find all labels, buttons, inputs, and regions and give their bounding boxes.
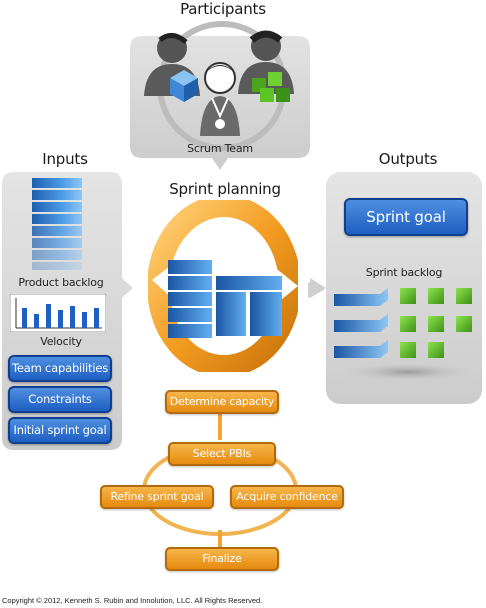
velocity-label: Velocity [40,335,82,348]
sprint-goal-button[interactable]: Sprint goal [344,198,468,236]
constraints-button[interactable]: Constraints [8,386,112,413]
outputs-title: Outputs [378,150,438,168]
copyright-text: Copyright © 2012, Kenneth S. Rubin and I… [2,596,263,605]
sprint-backlog-label: Sprint backlog [365,266,443,279]
product-backlog-icon [32,178,82,270]
initial-sprint-goal-button[interactable]: Initial sprint goal [8,417,112,444]
product-backlog-label: Product backlog [18,276,104,289]
arrow-to-outputs-icon [308,282,324,298]
inputs-title: Inputs [42,150,88,168]
scrum-team-people-icon [144,30,294,136]
sprint-planning-title: Sprint planning [169,180,281,198]
scrum-team-label: Scrum Team [187,142,253,155]
determine-capacity-step[interactable]: Determine capacity [165,390,279,414]
sprint-backlog-icon [334,288,478,382]
participants-title: Participants [180,0,266,18]
sprint-backlog-board-icon [168,260,282,338]
refine-sprint-goal-step[interactable]: Refine sprint goal [100,485,214,509]
team-capabilities-button[interactable]: Team capabilities [8,355,112,382]
finalize-commitment-step[interactable]: Finalize commitment [165,547,279,585]
acquire-confidence-step[interactable]: Acquire confidence [230,485,344,509]
select-pbis-step[interactable]: Select PBIs [168,442,276,466]
velocity-chart-icon [10,294,106,332]
